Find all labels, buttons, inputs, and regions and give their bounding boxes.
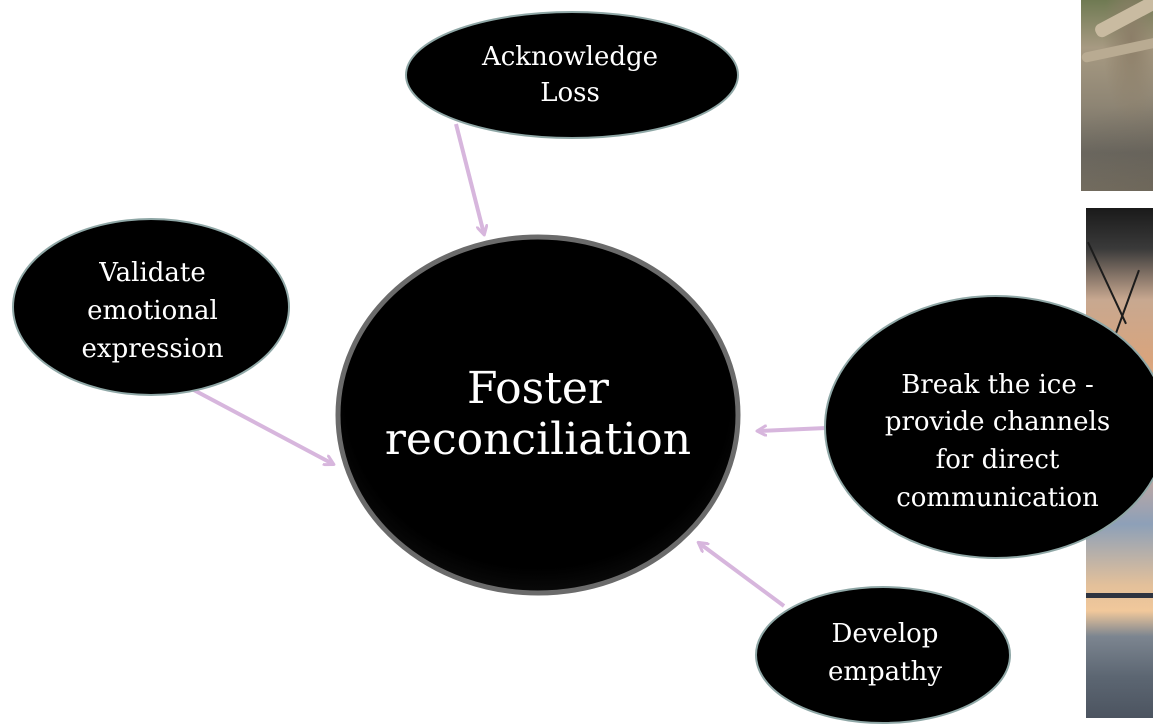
center-node-circle [335,234,741,596]
node-break-ice-ellipse [824,295,1153,559]
photo-horizon [1086,593,1153,598]
node-validate-label: Validate emotional expression [81,258,224,364]
node-empathy-label: Develop empathy [827,619,943,687]
node-acknowledge-ellipse [405,11,739,139]
node-acknowledge-label: Acknowledge Loss [481,41,659,108]
arrow-validate-to-center [189,386,333,464]
arrow-empathy-to-center [699,543,786,608]
center-node-label: Foster reconciliation [384,363,692,465]
arrow-acknowledge-to-center [454,123,484,234]
arrow-break-ice-to-center [758,428,827,431]
node-break-ice-label: Break the ice - provide channels for dir… [884,369,1111,513]
node-validate-ellipse [12,218,290,396]
node-empathy-ellipse [755,586,1011,724]
landscape-photo-top [1081,0,1153,191]
